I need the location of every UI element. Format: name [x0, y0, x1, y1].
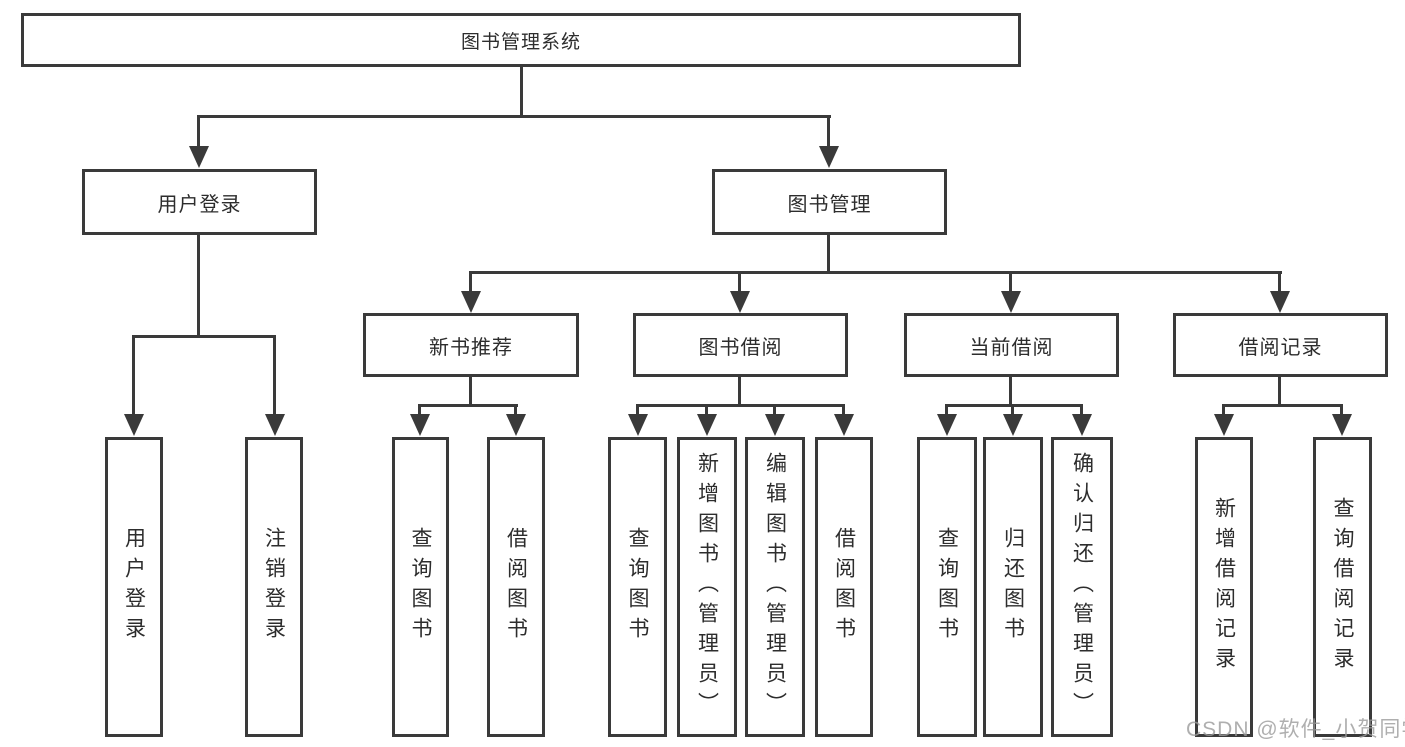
- connector-line: [197, 115, 831, 118]
- leaf-query-borrow-record: 查询借阅记录: [1313, 437, 1372, 737]
- csdn-watermark: CSDN @软件_小贺同学: [1186, 718, 1405, 741]
- leaf-label: 编辑图书（管理员）: [763, 452, 787, 722]
- node-label: 借阅记录: [1238, 336, 1323, 359]
- connector-line: [197, 234, 200, 338]
- leaf-confirm-return-admin: 确认归还（管理员）: [1051, 437, 1113, 737]
- node-label: 用户登录: [157, 193, 242, 216]
- node-current-borrowing: 当前借阅: [904, 313, 1119, 377]
- leaf-add-book-admin: 新增图书（管理员）: [677, 437, 737, 737]
- connector-line: [197, 115, 200, 149]
- arrow-down-icon: [937, 414, 957, 436]
- arrow-down-icon: [461, 291, 481, 313]
- leaf-edit-book-admin: 编辑图书（管理员）: [745, 437, 805, 737]
- connector-line: [469, 271, 472, 293]
- leaf-label: 确认归还（管理员）: [1070, 452, 1094, 722]
- node-label: 新书推荐: [429, 336, 513, 359]
- arrow-down-icon: [765, 414, 785, 436]
- connector-line: [132, 335, 276, 338]
- connector-line: [1009, 376, 1012, 407]
- connector-line: [773, 404, 776, 416]
- arrow-down-icon: [1001, 291, 1021, 313]
- node-borrow-records: 借阅记录: [1173, 313, 1388, 377]
- arrow-down-icon: [1214, 414, 1234, 436]
- connector-line: [1222, 404, 1225, 416]
- arrow-down-icon: [1270, 291, 1290, 313]
- arrow-down-icon: [124, 414, 144, 436]
- connector-line: [827, 115, 830, 149]
- node-book-borrowing: 图书借阅: [633, 313, 848, 377]
- arrow-down-icon: [1332, 414, 1352, 436]
- arrow-down-icon: [834, 414, 854, 436]
- connector-line: [636, 404, 844, 407]
- connector-line: [1011, 404, 1014, 416]
- arrow-down-icon: [410, 414, 430, 436]
- connector-line: [469, 376, 472, 407]
- connector-line: [418, 404, 421, 416]
- leaf-label: 查询图书: [626, 527, 649, 647]
- leaf-return-book: 归还图书: [983, 437, 1043, 737]
- leaf-label: 查询借阅记录: [1331, 497, 1354, 677]
- node-label: 当前借阅: [969, 336, 1054, 359]
- connector-line: [945, 404, 1083, 407]
- leaf-query-books-borrowing: 查询图书: [608, 437, 667, 737]
- connector-line: [945, 404, 948, 416]
- connector-line: [738, 376, 741, 407]
- connector-line: [132, 335, 135, 416]
- node-label: 图书管理: [787, 193, 872, 216]
- leaf-label: 新增借阅记录: [1212, 497, 1236, 677]
- node-user-login: 用户登录: [82, 169, 317, 235]
- leaf-borrow-books-borrowing: 借阅图书: [815, 437, 873, 737]
- connector-line: [514, 404, 517, 416]
- arrow-down-icon: [1072, 414, 1092, 436]
- connector-line: [469, 271, 1282, 274]
- node-label: 图书管理系统: [460, 31, 581, 53]
- arrow-down-icon: [697, 414, 717, 436]
- connector-line: [1222, 404, 1343, 407]
- leaf-query-books-recommend: 查询图书: [392, 437, 449, 737]
- connector-line: [520, 65, 523, 118]
- connector-line: [273, 335, 276, 416]
- connector-line: [1080, 404, 1083, 416]
- connector-line: [1278, 271, 1281, 293]
- leaf-borrow-books-recommend: 借阅图书: [487, 437, 545, 737]
- leaf-label: 注销登录: [262, 527, 286, 647]
- connector-line: [1278, 376, 1281, 407]
- arrow-down-icon: [628, 414, 648, 436]
- connector-line: [705, 404, 708, 416]
- connector-line: [1009, 271, 1012, 293]
- leaf-label: 新增图书（管理员）: [695, 452, 719, 722]
- leaf-user-login: 用户登录: [105, 437, 163, 737]
- leaf-label: 查询图书: [935, 527, 959, 647]
- leaf-query-books-current: 查询图书: [917, 437, 977, 737]
- arrow-down-icon: [730, 291, 750, 313]
- arrow-down-icon: [819, 146, 839, 168]
- node-label: 图书借阅: [698, 336, 783, 359]
- leaf-label: 归还图书: [1001, 527, 1025, 647]
- leaf-label: 借阅图书: [832, 527, 856, 647]
- leaf-add-borrow-record: 新增借阅记录: [1195, 437, 1253, 737]
- leaf-logout: 注销登录: [245, 437, 303, 737]
- leaf-label: 借阅图书: [504, 527, 528, 647]
- connector-line: [738, 271, 741, 293]
- connector-line: [636, 404, 639, 416]
- arrow-down-icon: [189, 146, 209, 168]
- arrow-down-icon: [1003, 414, 1023, 436]
- connector-line: [418, 404, 518, 407]
- leaf-label: 查询图书: [409, 527, 432, 647]
- arrow-down-icon: [265, 414, 285, 436]
- node-library-system: 图书管理系统: [21, 13, 1021, 67]
- connector-line: [1340, 404, 1343, 416]
- connector-line: [842, 404, 845, 416]
- node-new-book-recommend: 新书推荐: [363, 313, 579, 377]
- leaf-label: 用户登录: [122, 527, 146, 647]
- arrow-down-icon: [506, 414, 526, 436]
- node-book-management: 图书管理: [712, 169, 947, 235]
- connector-line: [827, 234, 830, 274]
